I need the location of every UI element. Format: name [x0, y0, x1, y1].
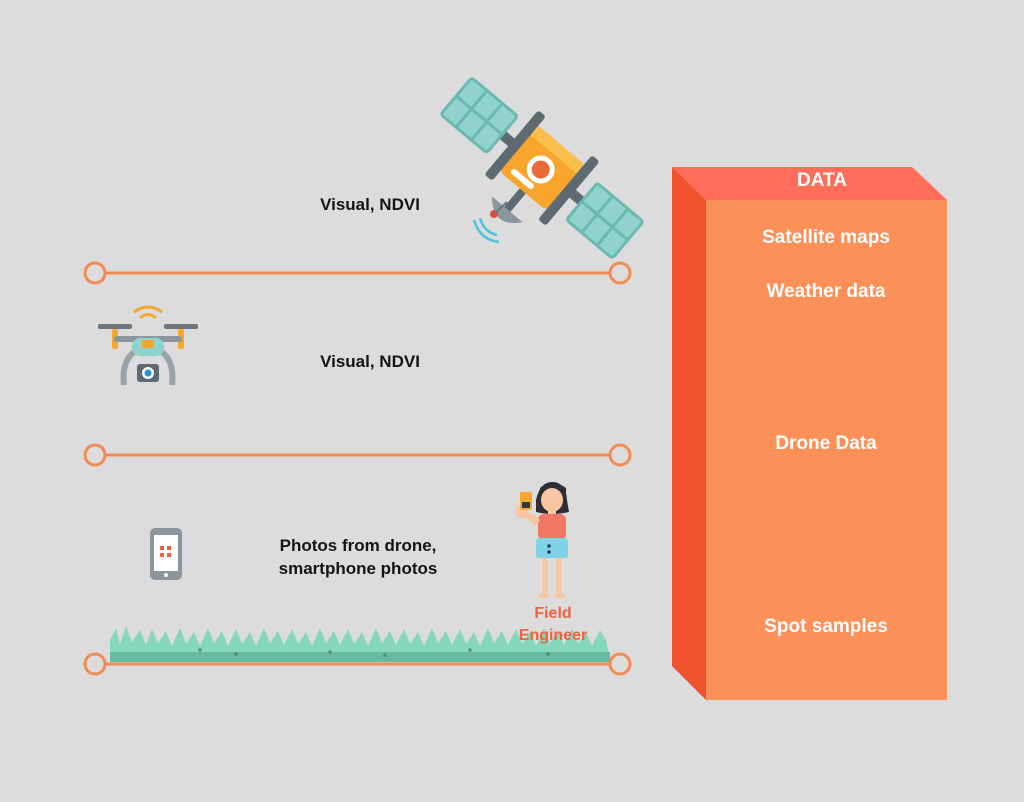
- level-3-label-line1: Photos from drone,: [279, 536, 437, 555]
- data-item-satellite-maps: Satellite maps: [762, 227, 890, 248]
- data-box-title: DATA: [797, 170, 847, 191]
- field-engineer-line1: Field: [534, 605, 572, 622]
- person-icon: [516, 482, 569, 598]
- data-item-weather-data: Weather data: [766, 281, 886, 302]
- field-engineer-line2: Engineer: [518, 627, 588, 644]
- field-engineer-label: Field Engineer: [505, 603, 601, 647]
- satellite-icon: [440, 77, 644, 259]
- level-2-label: Visual, NDVI: [320, 352, 420, 371]
- level-line-3: [83, 652, 632, 676]
- data-box-top: [672, 167, 947, 200]
- grass-icon: [110, 626, 610, 662]
- drone-icon: [98, 305, 198, 386]
- level-line-2: [83, 443, 632, 467]
- data-box: [672, 167, 947, 700]
- level-3-label: Photos from drone, smartphone photos: [238, 534, 478, 580]
- smartphone-icon: [150, 528, 182, 580]
- data-item-drone-data: Drone Data: [775, 433, 877, 454]
- level-1-label: Visual, NDVI: [320, 195, 420, 214]
- data-box-side: [672, 167, 706, 700]
- data-box-front: [706, 200, 947, 700]
- level-line-1: [83, 261, 632, 285]
- level-3-label-line2: smartphone photos: [278, 559, 438, 578]
- data-item-spot-samples: Spot samples: [764, 616, 888, 637]
